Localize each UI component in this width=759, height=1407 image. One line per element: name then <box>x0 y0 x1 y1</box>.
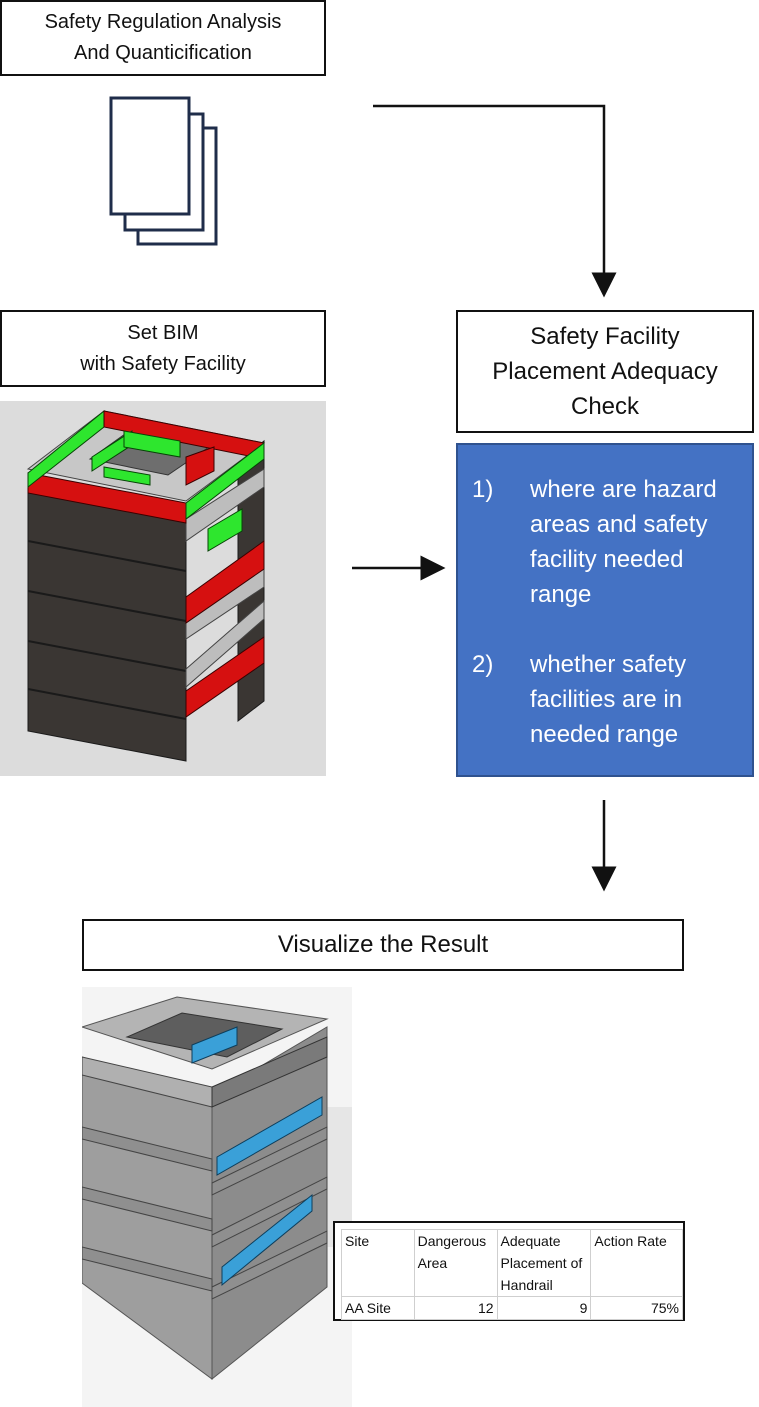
table-header-row: Site Dangerous Area Adequate Placement o… <box>341 1229 683 1297</box>
bim-line-1: Set BIM <box>127 321 199 344</box>
criterion-number: 2) <box>472 651 494 678</box>
criterion-number: 1) <box>472 476 494 503</box>
cell-dangerous-area: 12 <box>413 1296 498 1320</box>
header-dangerous-area: Dangerous Area <box>413 1229 498 1297</box>
check-line-1: Safety Facility <box>530 323 680 350</box>
header-action-rate: Action Rate <box>590 1229 683 1297</box>
result-model-image <box>82 987 352 1407</box>
regulation-line-1: Safety Regulation Analysis <box>44 11 282 33</box>
visualize-title: Visualize the Result <box>277 931 489 958</box>
bim-model-image <box>0 401 326 776</box>
header-site: Site <box>341 1229 415 1297</box>
criterion-text: whether safety facilities are in needed … <box>530 651 687 748</box>
cell-adequate-placement: 9 <box>496 1296 592 1320</box>
adequacy-check-box: Safety Facility Placement Adequacy Check <box>456 310 754 433</box>
check-line-2: Placement Adequacy <box>492 358 718 385</box>
document-stack-icon <box>109 96 218 246</box>
check-criteria-panel: 1) where are hazard areas and safety fac… <box>456 443 754 777</box>
result-table-card: Site Dangerous Area Adequate Placement o… <box>333 1221 685 1321</box>
regulation-analysis-box: Safety Regulation Analysis And Quanticif… <box>0 0 326 76</box>
set-bim-box: Set BIM with Safety Facility <box>0 310 326 387</box>
visualize-result-box: Visualize the Result <box>82 919 684 971</box>
regulation-line-2: And Quanticification <box>74 42 252 64</box>
result-table: Site Dangerous Area Adequate Placement o… <box>341 1229 683 1320</box>
cell-site: AA Site <box>341 1296 415 1320</box>
table-row: AA Site 12 9 75% <box>341 1296 683 1320</box>
check-criterion: 2) whether safety facilities are in need… <box>472 647 742 752</box>
header-adequate-placement: Adequate Placement of Handrail <box>496 1229 592 1297</box>
check-criterion: 1) where are hazard areas and safety fac… <box>472 472 742 612</box>
check-line-3: Check <box>570 393 640 420</box>
cell-action-rate: 75% <box>590 1296 683 1320</box>
bim-line-2: with Safety Facility <box>80 352 246 375</box>
arrow-regulation-to-check <box>373 104 617 298</box>
criterion-text: where are hazard areas and safety facili… <box>530 476 717 608</box>
